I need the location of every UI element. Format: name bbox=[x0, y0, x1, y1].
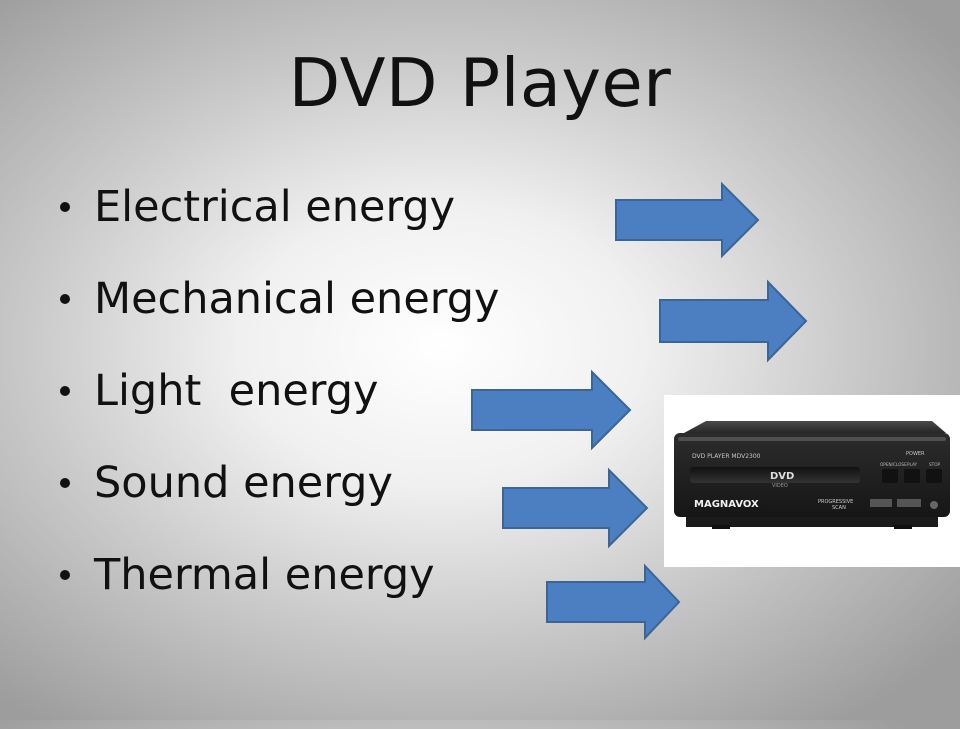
energy-bullet-list: Electrical energy Mechanical energy Ligh… bbox=[60, 186, 499, 646]
disc-sub-label: VIDEO bbox=[772, 483, 788, 489]
bullet-text: Light energy bbox=[94, 366, 379, 416]
device-top bbox=[684, 421, 946, 433]
device-foot-right bbox=[894, 525, 912, 529]
dvd-player-image: DVD PLAYER MDV2300 POWER DVD VIDEO MAGNA… bbox=[664, 395, 960, 567]
page-title: DVD Player bbox=[288, 44, 672, 122]
arrow-shape bbox=[659, 279, 808, 363]
bullet-text: Electrical energy bbox=[94, 182, 456, 232]
dvd-player-icon: DVD PLAYER MDV2300 POWER DVD VIDEO MAGNA… bbox=[674, 421, 950, 529]
disc-logo: DVD bbox=[770, 471, 794, 482]
model-label: DVD PLAYER MDV2300 bbox=[692, 453, 761, 460]
bullet-dot-icon bbox=[60, 570, 70, 580]
bullet-item: Mechanical energy bbox=[60, 278, 499, 370]
right-arrow-icon bbox=[471, 369, 632, 451]
svg-text:OPEN/CLOSE: OPEN/CLOSE bbox=[880, 462, 907, 467]
svg-text:STOP: STOP bbox=[929, 462, 941, 467]
device-edge-highlight bbox=[678, 437, 946, 441]
arrow-shape bbox=[546, 563, 681, 641]
control-buttons: OPEN/CLOSE PLAY STOP bbox=[880, 462, 942, 483]
bullet-item: Sound energy bbox=[60, 462, 393, 554]
brand-label: MAGNAVOX bbox=[694, 499, 759, 510]
bullet-item: Thermal energy bbox=[60, 554, 435, 646]
device-foot-left bbox=[712, 525, 730, 529]
right-arrow-icon bbox=[546, 563, 681, 641]
right-arrow-icon bbox=[659, 279, 808, 363]
bullet-item: Light energy bbox=[60, 370, 378, 462]
front-logos bbox=[870, 499, 938, 509]
bullet-text: Thermal energy bbox=[94, 550, 435, 600]
bullet-item: Electrical energy bbox=[60, 186, 455, 278]
right-arrow-icon bbox=[502, 467, 649, 549]
arrow-shape bbox=[502, 467, 649, 549]
right-arrow-icon bbox=[615, 181, 760, 259]
front-label-2: SCAN bbox=[832, 505, 846, 511]
bullet-dot-icon bbox=[60, 386, 70, 396]
bullet-text: Sound energy bbox=[94, 458, 393, 508]
arrow-shape bbox=[471, 369, 632, 451]
disc-tray bbox=[690, 467, 860, 483]
power-label: POWER bbox=[906, 451, 925, 457]
arrow-shape bbox=[615, 181, 760, 259]
svg-text:PLAY: PLAY bbox=[907, 462, 917, 467]
front-label-1: PROGRESSIVE bbox=[818, 499, 853, 505]
device-base bbox=[686, 517, 938, 527]
bullet-dot-icon bbox=[60, 202, 70, 212]
bullet-dot-icon bbox=[60, 478, 70, 488]
bullet-text: Mechanical energy bbox=[94, 274, 500, 324]
bullet-dot-icon bbox=[60, 294, 70, 304]
